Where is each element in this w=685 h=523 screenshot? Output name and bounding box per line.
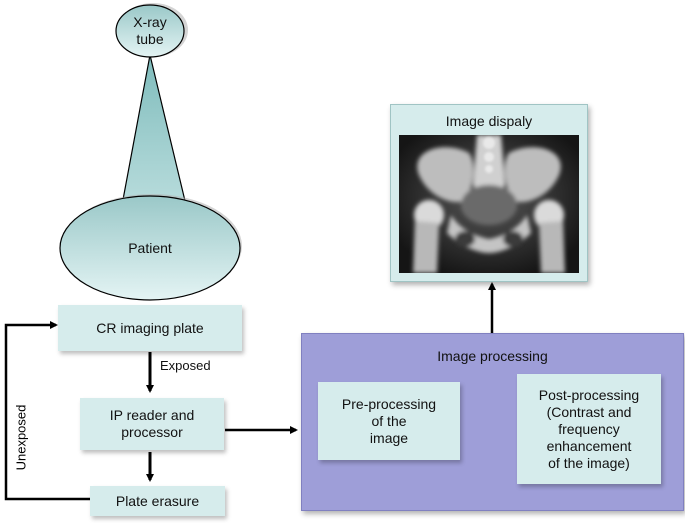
image-processing-title: Image processing	[437, 348, 548, 364]
cr-imaging-plate-box: CR imaging plate	[58, 305, 242, 351]
pre-processing-label: Pre-processing of the image	[341, 395, 437, 446]
unexposed-label: Unexposed	[13, 404, 29, 471]
image-processing-panel: Image processing Pre-processing of the i…	[301, 333, 684, 511]
patient-ellipse	[59, 195, 241, 301]
ip-reader-label: IP reader and processor	[109, 407, 195, 440]
cr-imaging-plate-label: CR imaging plate	[96, 319, 204, 336]
plate-erasure-label: Plate erasure	[115, 492, 200, 509]
xray-tube-label: X-ray tube	[133, 14, 167, 47]
plate-erasure-box: Plate erasure	[90, 486, 225, 516]
ip-reader-box: IP reader and processor	[80, 398, 224, 450]
post-processing-box: Post-processing (Contrast and frequency …	[517, 374, 661, 484]
pelvis-xray-image	[399, 135, 579, 273]
post-processing-label: Post-processing (Contrast and frequency …	[538, 386, 640, 471]
arrow-erasure-to-plate-loop	[4, 321, 90, 501]
image-display-frame: Image dispaly	[390, 104, 588, 282]
exposed-label: Exposed	[160, 358, 211, 373]
xray-beam	[121, 54, 187, 206]
pre-processing-box: Pre-processing of the image	[318, 382, 460, 460]
patient-label: Patient	[128, 240, 172, 256]
image-display-title: Image dispaly	[445, 113, 533, 129]
xray-tube-ellipse	[115, 4, 185, 58]
